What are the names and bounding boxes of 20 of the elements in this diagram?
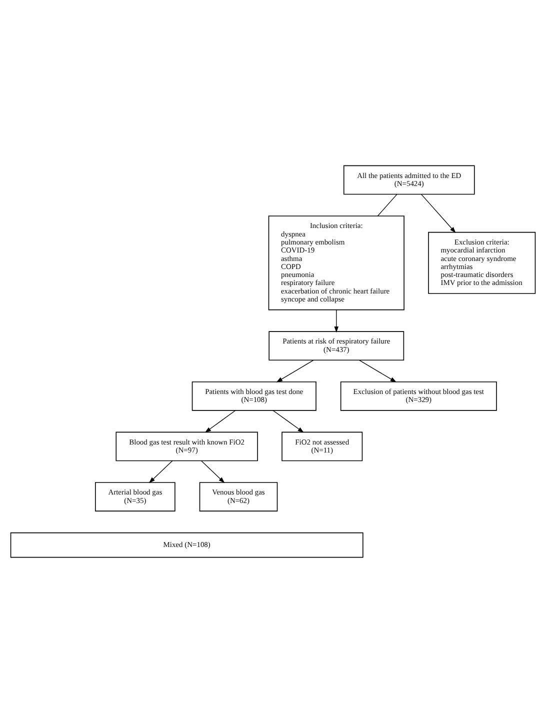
node-box: Inclusion criteria: dyspnea pulmonary embolism COVID-19 asthma COPD pneumonia respiratory failure exacerbation of chronic heart failure syncope and collapse — [268, 216, 404, 310]
node-box: Patients with blood gas test done (N=108) — [192, 381, 316, 411]
arrow — [272, 410, 304, 433]
node-box: All the patients admitted to the ED (N=5424) — [343, 165, 475, 195]
arrow — [420, 194, 456, 234]
node-box: Blood gas test result with known FiO2 (N=97) — [116, 432, 258, 462]
arrow — [204, 410, 236, 433]
node-box: Exclusion criteria: myocardial infarction acute coronary syndrome arrhytmias post-traumatic disorders IMV prior to the admission — [428, 232, 536, 294]
connector — [377, 194, 398, 216]
arrow — [358, 360, 396, 382]
node-box: Patients at risk of respiratory failure (N=437) — [268, 331, 404, 361]
node-box: Mixed (N=108) — [10, 532, 364, 558]
node-box: Exclusion of patients without blood gas test (N=329) — [340, 381, 497, 411]
node-box: Arterial blood gas (N=35) — [95, 482, 176, 512]
node-box: Venous blood gas (N=62) — [199, 482, 278, 512]
node-box: FiO2 not assessed (N=11) — [282, 432, 363, 462]
arrow — [276, 360, 314, 382]
arrow — [200, 460, 225, 484]
arrow — [334, 310, 339, 333]
arrow — [148, 460, 173, 484]
